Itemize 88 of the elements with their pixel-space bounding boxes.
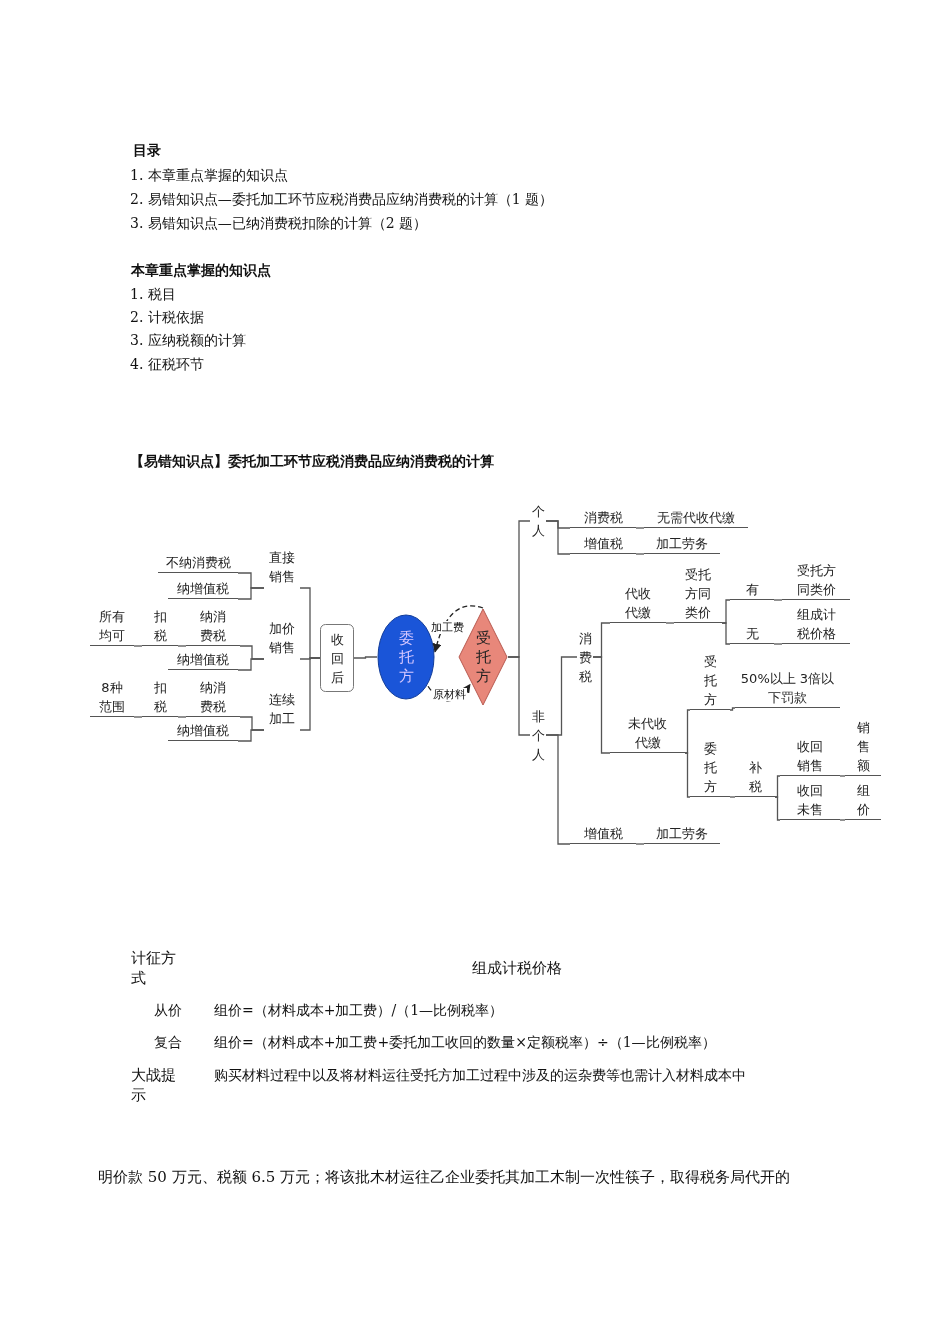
branch-label: 8种范围 — [90, 675, 134, 717]
branch-label: 增值税 — [570, 822, 636, 844]
list-item: 3. 应纳税额的计算 — [130, 331, 247, 350]
branch-label: 补税 — [735, 755, 775, 797]
connector-line — [684, 752, 691, 798]
branch-label: 纳消费税 — [186, 675, 240, 717]
connector-line — [177, 716, 187, 718]
connector-line — [299, 657, 321, 731]
edge-label: 加工费 — [430, 621, 465, 634]
branch-label: 受托方 — [690, 648, 730, 710]
branch-label: 销售额 — [845, 714, 881, 776]
branch-label: 无需代收代缴 — [644, 506, 748, 528]
connector-line — [545, 734, 571, 845]
connector-line — [635, 527, 645, 529]
rounded-box: 收回后 — [320, 624, 354, 692]
branch-label: 纳增值税 — [168, 577, 238, 599]
connector-line — [237, 729, 265, 742]
branch-label: 委托方 — [690, 735, 730, 797]
table-cell-text: 组价=（材料成本+加工费+委托加工收回的数量×定额税率）÷（1—比例税率） — [214, 1033, 717, 1052]
table-header: 组成计税价格 — [472, 958, 563, 978]
heading: 【易错知识点】委托加工环节应税消费品应纳消费税的计算 — [130, 452, 495, 471]
branch-label: 加工劳务 — [644, 532, 720, 554]
branch-label: 无 — [730, 622, 774, 644]
connector-line — [773, 643, 783, 645]
heading: 目录 — [133, 141, 162, 160]
branch-label: 收回销售 — [780, 733, 840, 776]
edge-label: 原材料 — [432, 688, 467, 701]
paragraph: 明价款 50 万元、税额 6.5 万元；将该批木材运往乙企业委托其加工木制一次性筷子，取得税务局代开的 — [98, 1167, 791, 1187]
connector-line — [133, 645, 143, 647]
connector-line — [665, 622, 675, 624]
connector-line — [507, 656, 531, 736]
table-header: 计征方式 — [131, 948, 177, 988]
connector-line — [545, 520, 571, 555]
table-cell-text: 复合 — [154, 1033, 183, 1052]
connector-line — [839, 819, 846, 821]
connector-line — [729, 707, 736, 711]
connector-line — [592, 656, 611, 754]
branch-label: 受托方同类价 — [782, 560, 850, 600]
table-cell-text: 组价=（材料成本+加工费）/（1—比例税率） — [214, 1001, 505, 1020]
branch-label: 个人 — [530, 500, 546, 542]
connector-line — [721, 622, 731, 645]
branch-label: 增值税 — [570, 532, 636, 554]
connector-line — [774, 796, 781, 821]
list-item: 1. 税目 — [130, 285, 177, 304]
branch-label: 加价销售 — [264, 617, 300, 659]
connector-line — [237, 587, 265, 600]
connector-line — [353, 656, 378, 659]
connector-line — [635, 553, 645, 555]
table-cell-text: 从价 — [154, 1001, 183, 1020]
connector-line — [773, 599, 783, 601]
branch-label: 纳增值税 — [168, 719, 238, 741]
list-item: 2. 计税依据 — [130, 308, 205, 327]
connector-line — [133, 716, 143, 718]
table-cell-text: 大战提示 — [131, 1065, 177, 1105]
connector-line — [839, 775, 846, 777]
branch-label: 纳增值税 — [168, 648, 238, 670]
branch-label: 加工劳务 — [644, 822, 720, 844]
branch-label: 扣税 — [142, 675, 178, 717]
connector-line — [774, 775, 781, 798]
branch-label: 代收代缴 — [610, 580, 666, 623]
connector-line — [684, 709, 691, 754]
branch-label: 组价 — [845, 780, 881, 820]
branch-label: 直接销售 — [264, 546, 300, 588]
connector-line — [729, 796, 736, 798]
branch-label: 纳消费税 — [186, 604, 240, 646]
branch-label: 有 — [730, 578, 774, 600]
list-item: 1. 本章重点掌握的知识点 — [130, 166, 289, 185]
branch-label: 受托方同类价 — [674, 563, 722, 623]
heading: 本章重点掌握的知识点 — [131, 261, 272, 280]
connector-line — [177, 645, 187, 647]
connector-line — [237, 658, 265, 671]
branch-label: 扣税 — [142, 604, 178, 646]
table-cell-text: 购买材料过程中以及将材料运往受托方加工过程中涉及的运杂费等也需计入材料成本中 — [214, 1066, 747, 1085]
list-item: 2. 易错知识点—委托加工环节应税消费品应纳消费税的计算（1 题） — [130, 190, 555, 209]
branch-label: 未代收代缴 — [610, 710, 685, 753]
branch-label: 不纳消费税 — [158, 551, 238, 573]
list-item: 4. 征税环节 — [130, 355, 205, 374]
branch-label: 收回未售 — [780, 780, 840, 820]
branch-label: 50%以上 3倍以下罚款 — [735, 668, 840, 708]
branch-label: 组成计税价格 — [782, 604, 850, 644]
branch-label: 非个人 — [530, 704, 546, 766]
branch-label: 消费税 — [577, 626, 593, 688]
arrow — [432, 605, 484, 653]
branch-label: 连续加工 — [264, 688, 300, 730]
branch-label: 消费税 — [570, 506, 636, 528]
connector-line — [635, 843, 645, 845]
branch-label: 所有均可 — [90, 604, 134, 646]
list-item: 3. 易错知识点—已纳消费税扣除的计算（2 题） — [130, 214, 429, 233]
